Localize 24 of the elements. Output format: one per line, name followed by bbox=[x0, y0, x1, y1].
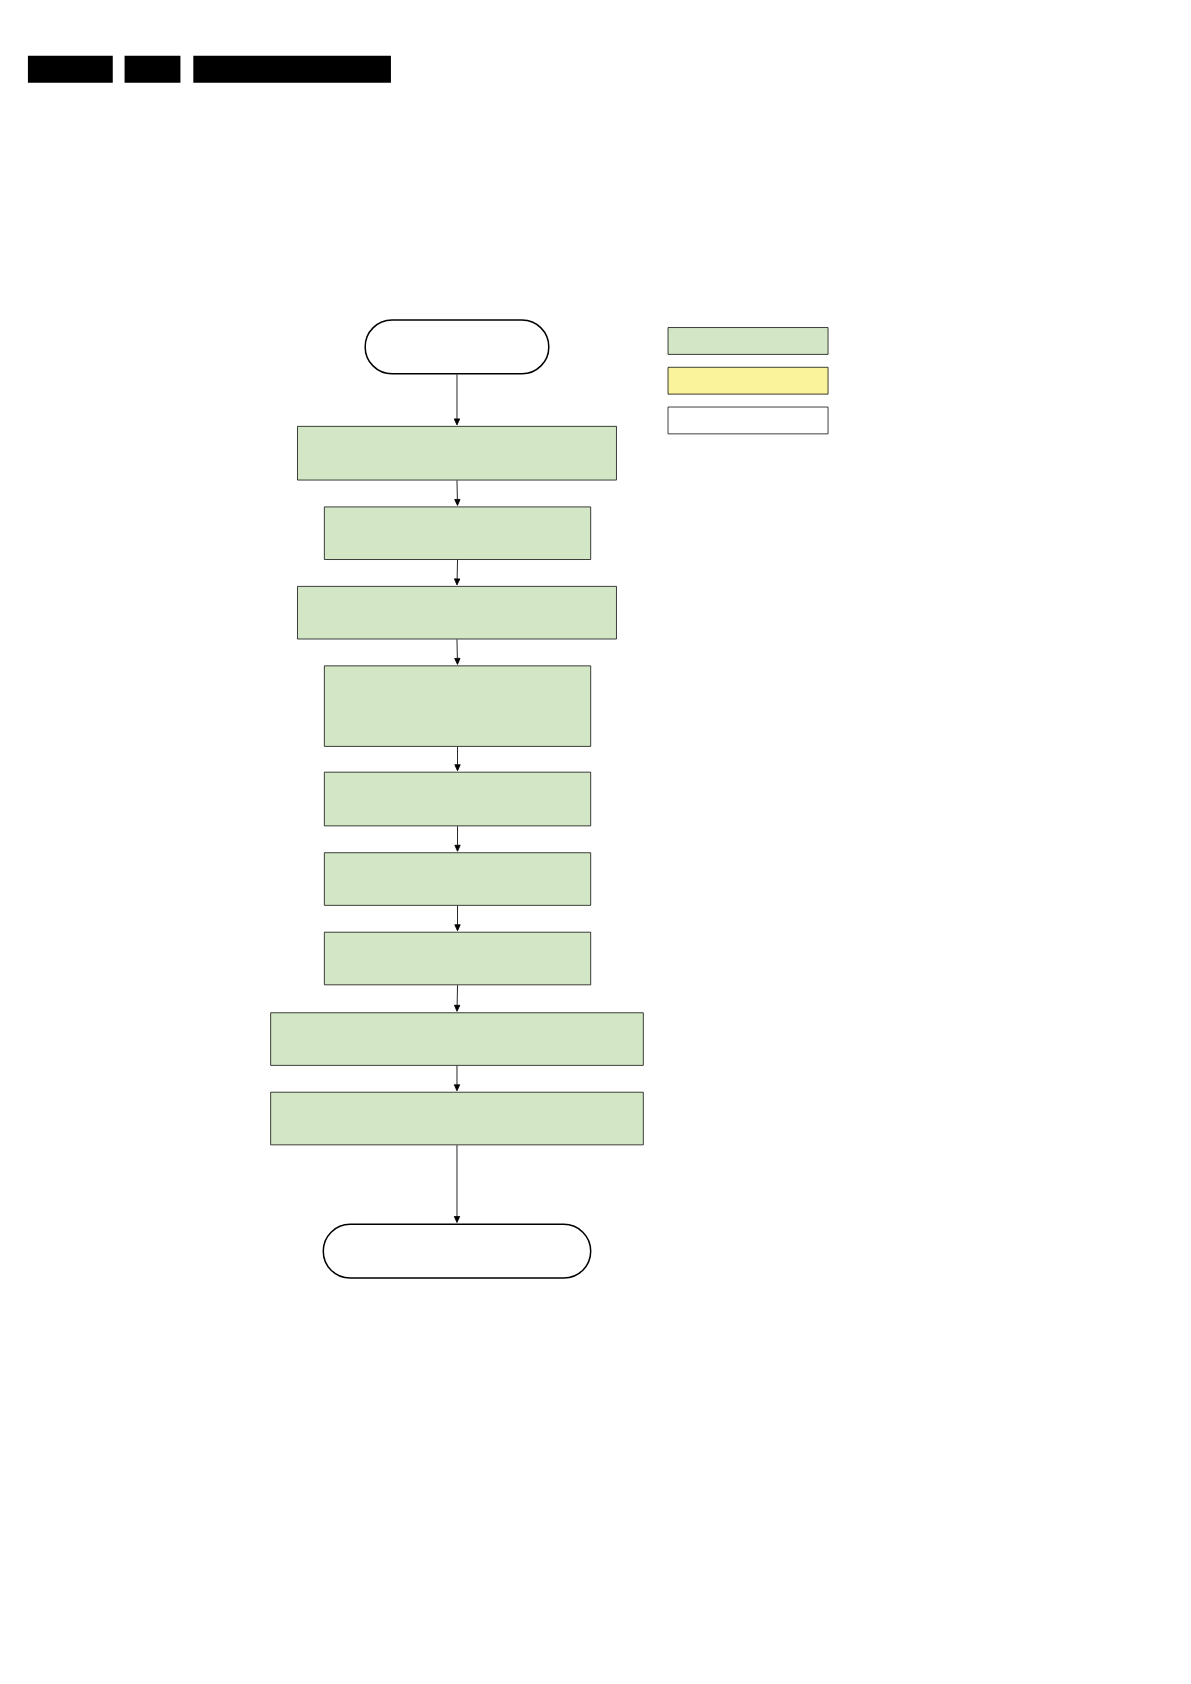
process-box bbox=[323, 852, 592, 906]
arrow bbox=[454, 825, 461, 852]
arrow bbox=[454, 746, 461, 772]
legend-swatch bbox=[667, 366, 829, 395]
process-box bbox=[323, 506, 592, 560]
legend-swatch bbox=[667, 406, 829, 435]
arrow bbox=[454, 480, 461, 506]
arrow bbox=[453, 1144, 461, 1223]
legend-swatch bbox=[667, 327, 829, 355]
arrow bbox=[454, 638, 461, 665]
process-box bbox=[297, 425, 617, 481]
arrow bbox=[454, 559, 461, 586]
process-box bbox=[270, 1012, 644, 1066]
arrow bbox=[453, 374, 461, 426]
arrow bbox=[454, 905, 461, 932]
arrow bbox=[454, 984, 461, 1012]
start-terminal bbox=[364, 319, 550, 375]
end-terminal bbox=[322, 1223, 592, 1279]
process-box bbox=[323, 665, 592, 747]
process-box bbox=[323, 771, 592, 827]
process-box bbox=[323, 931, 592, 986]
process-box bbox=[297, 586, 617, 640]
process-box bbox=[270, 1091, 644, 1146]
arrow bbox=[453, 1065, 461, 1092]
